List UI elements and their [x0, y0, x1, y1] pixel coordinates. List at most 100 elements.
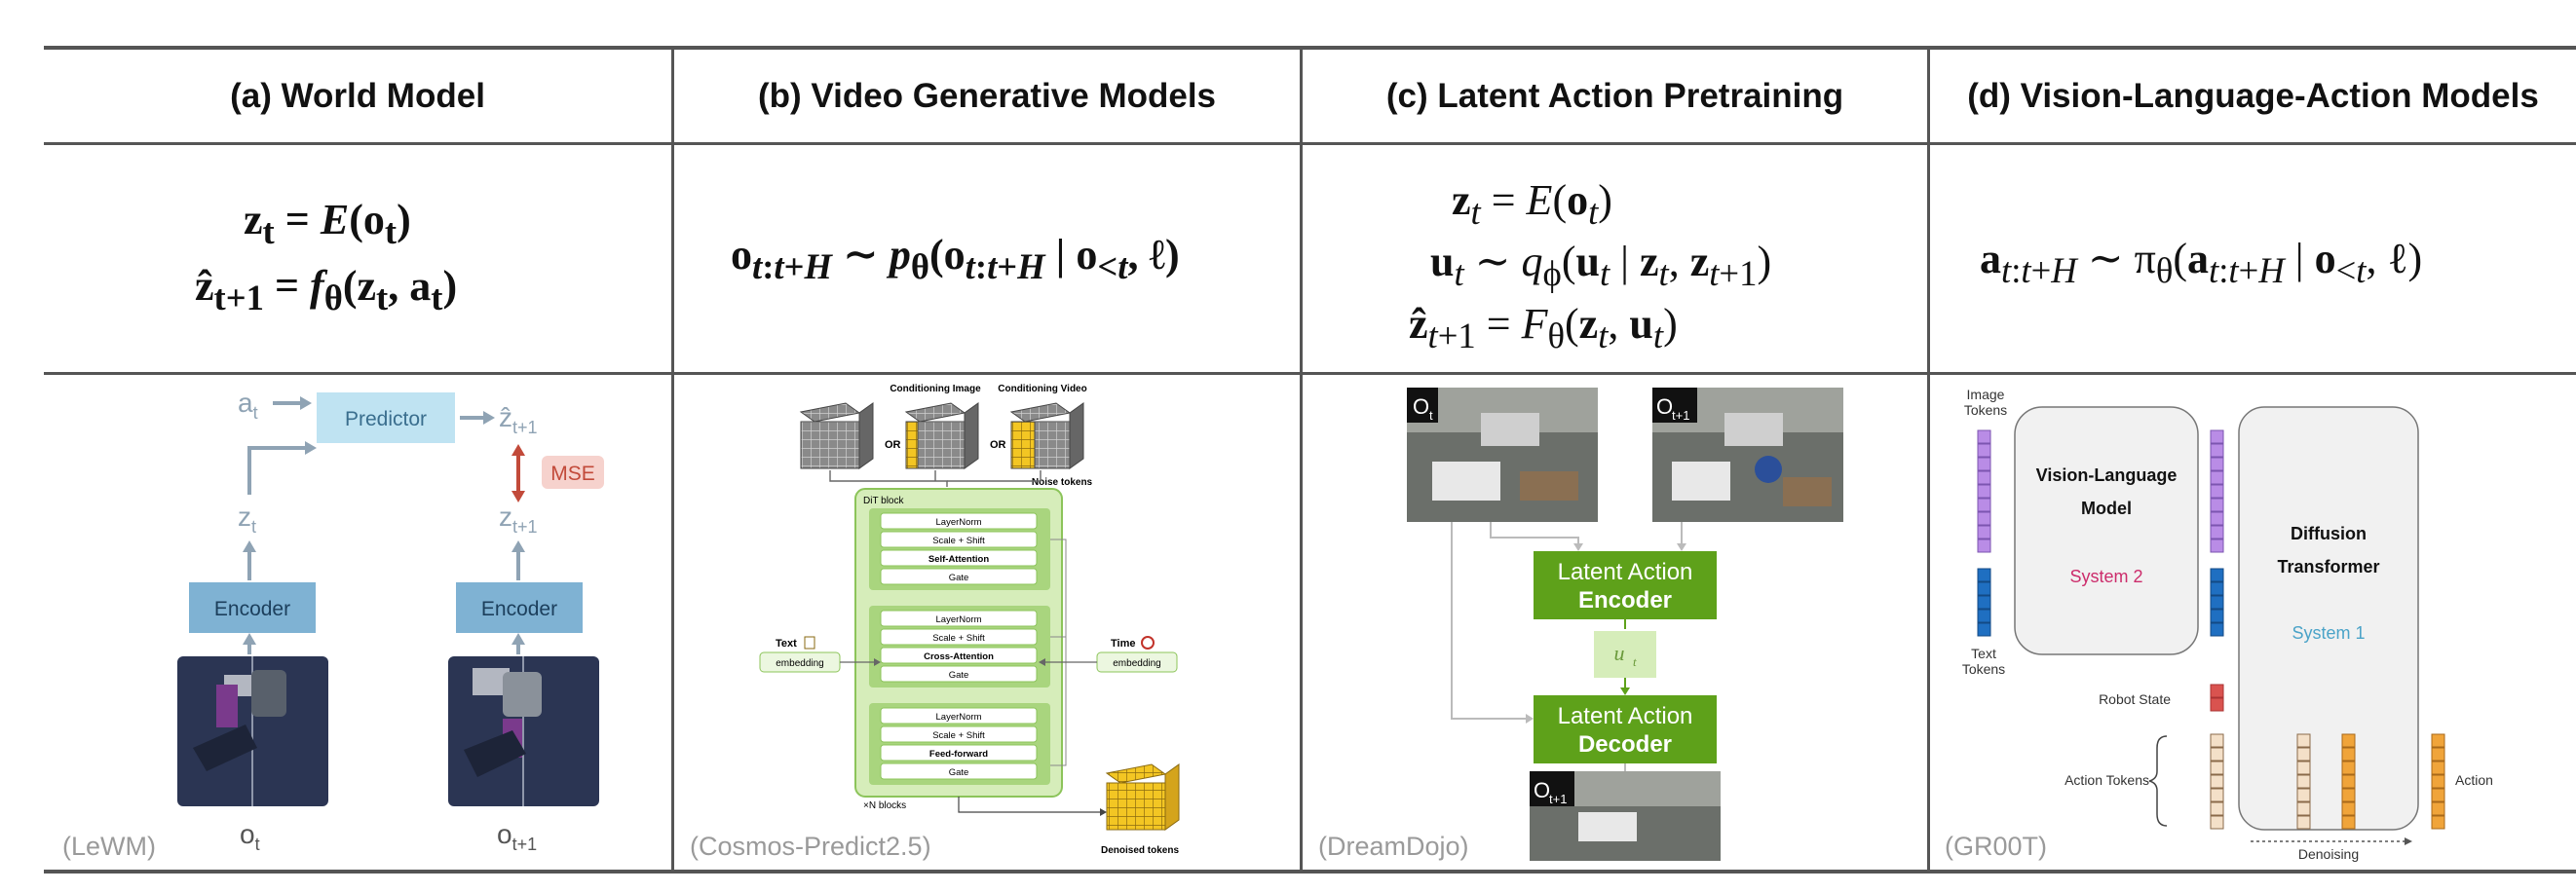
conditioning-image-label: Conditioning Image — [890, 384, 981, 394]
svg-text:Feed-forward: Feed-forward — [929, 749, 988, 760]
eq-d-policy: at:t+H ∼ πθ(at:t+H | o<t, ℓ) — [1980, 235, 2423, 290]
svg-text:Tokens: Tokens — [1962, 661, 2005, 677]
noise-cube-1 — [799, 402, 874, 469]
svg-text:embedding: embedding — [1113, 658, 1160, 669]
text-token-column-left — [1977, 568, 1991, 637]
action-tokens-label: Action Tokens — [2065, 772, 2149, 788]
svg-text:t+1: t+1 — [1549, 792, 1567, 806]
svg-text:Model: Model — [2081, 499, 2132, 518]
noise-tokens-label: Noise tokens — [1032, 477, 1093, 488]
eq-b-video: ot:t+H ∼ pθ(ot:t+H | o<t, ℓ) — [731, 231, 1180, 286]
svg-text:O: O — [1413, 394, 1429, 419]
svg-text:Gate: Gate — [949, 767, 969, 778]
predictor-label: Predictor — [345, 408, 427, 430]
or-2: OR — [990, 439, 1006, 451]
video-generative-figure: OR Conditioning Image OR Conditioning Vi… — [759, 384, 1180, 856]
frame-o-t: O t — [1407, 388, 1598, 522]
encoder-left-box — [189, 582, 316, 633]
latent-decoder-box — [1534, 695, 1717, 763]
svg-text:System 2: System 2 — [2069, 567, 2142, 586]
svg-text:LayerNorm: LayerNorm — [936, 712, 982, 723]
z-hat-label: ẑt+1 — [499, 402, 538, 437]
latent-encoder-box — [1534, 551, 1717, 619]
mse-box — [542, 456, 604, 489]
o-t-label: ot — [240, 819, 260, 854]
svg-text:Self-Attention: Self-Attention — [928, 554, 989, 565]
svg-text:Diffusion: Diffusion — [2291, 524, 2367, 543]
clock-icon — [1141, 636, 1155, 650]
image-token-column-left — [1977, 429, 1991, 553]
header-vla-models: (d) Vision-Language-Action Models — [1967, 76, 2539, 115]
encoder-right-box — [456, 582, 583, 633]
robot-state-label: Robot State — [2099, 691, 2171, 707]
svg-text:Vision-Language: Vision-Language — [2036, 465, 2178, 485]
vlm-box — [2014, 406, 2199, 655]
or-1: OR — [885, 439, 901, 451]
dit-sub-block-1: LayerNorm Scale + Shift Self-Attention G… — [869, 508, 1050, 590]
svg-text:Scale + Shift: Scale + Shift — [932, 730, 985, 741]
text-condition-label: Text — [776, 638, 797, 650]
observation-image-t — [177, 656, 328, 806]
svg-text:Tokens: Tokens — [1964, 402, 2007, 418]
header-latent-action-pretraining: (c) Latent Action Pretraining — [1385, 76, 1844, 115]
observation-image-t1 — [448, 656, 599, 806]
image-token-column-right — [2210, 429, 2224, 553]
source-cosmos: (Cosmos-Predict2.5) — [690, 832, 931, 861]
svg-text:O: O — [1534, 778, 1550, 802]
text-icon — [804, 636, 815, 650]
action-token-column-mid — [2341, 733, 2356, 830]
source-gr00t: (GR00T) — [1945, 832, 2048, 861]
image-tokens-label: Image — [1967, 387, 2005, 402]
action-tokens-brace — [2148, 735, 2168, 827]
z-t1-label: zt+1 — [499, 502, 538, 537]
dit-sub-block-3: LayerNorm Scale + Shift Feed-forward Gat… — [869, 703, 1050, 785]
o-t1-label: ot+1 — [497, 819, 537, 854]
mse-label: MSE — [550, 463, 595, 485]
svg-text:Decoder: Decoder — [1578, 731, 1672, 758]
conditioning-video-label: Conditioning Video — [998, 384, 1086, 394]
text-token-column-right — [2210, 568, 2224, 637]
diffusion-transformer-box — [2238, 406, 2419, 831]
action-token-column-output — [2431, 733, 2445, 830]
header-world-model: (a) World Model — [230, 76, 485, 115]
svg-text:LayerNorm: LayerNorm — [936, 614, 982, 625]
vla-figure: Image Tokens Text Tokens Vision-Language… — [1962, 387, 2493, 862]
a-t-label: at — [238, 388, 258, 423]
svg-text:System 1: System 1 — [2292, 623, 2365, 643]
denoised-cube — [1105, 763, 1180, 831]
encoder-right-label: Encoder — [481, 598, 557, 620]
action-token-column-input — [2210, 733, 2224, 830]
source-lewm: (LeWM) — [62, 832, 156, 861]
svg-text:Cross-Attention: Cross-Attention — [924, 651, 994, 662]
svg-text:u: u — [1614, 641, 1625, 665]
table-top-rule — [44, 46, 2576, 50]
svg-text:Transformer: Transformer — [2277, 557, 2379, 576]
latent-u-box — [1594, 631, 1656, 678]
eq-c-latent: ut ∼ qϕ(ut | zt, zt+1) — [1430, 238, 1772, 293]
predictor-box — [317, 392, 455, 443]
eq-c-dynamics: ẑt+1 = Fθ(zt, ut) — [1409, 300, 1678, 355]
svg-text:LayerNorm: LayerNorm — [936, 517, 982, 528]
robot-state-tokens — [2210, 684, 2224, 712]
text-tokens-label: Text — [1971, 646, 1996, 661]
table-bottom-rule — [44, 870, 2576, 873]
svg-text:embedding: embedding — [776, 658, 823, 669]
column-divider-3 — [1927, 48, 1930, 872]
frame-o-t1-output: O t+1 — [1530, 771, 1721, 861]
eq-a-encode: zt = E(ot) — [244, 196, 411, 251]
frame-o-t1: O t+1 — [1652, 388, 1843, 522]
dit-sub-block-2: LayerNorm Scale + Shift Cross-Attention … — [869, 606, 1050, 688]
svg-text:Gate: Gate — [949, 573, 969, 583]
equation-rule — [44, 372, 2576, 375]
action-token-column-peach — [2296, 733, 2311, 830]
svg-text:Scale + Shift: Scale + Shift — [932, 536, 985, 546]
n-blocks-label: ×N blocks — [863, 800, 906, 811]
svg-text:Latent Action: Latent Action — [1558, 559, 1693, 585]
column-divider-1 — [671, 48, 674, 872]
z-t-label: zt — [238, 502, 256, 537]
svg-text:Latent Action: Latent Action — [1558, 703, 1693, 729]
svg-text:O: O — [1656, 394, 1673, 419]
eq-c-encode: zt = E(ot) — [1452, 176, 1612, 232]
world-model-figure: at Predictor ẑt+1 MSE zt zt+1 Encoder En… — [177, 388, 604, 854]
encoder-left-label: Encoder — [214, 598, 290, 620]
